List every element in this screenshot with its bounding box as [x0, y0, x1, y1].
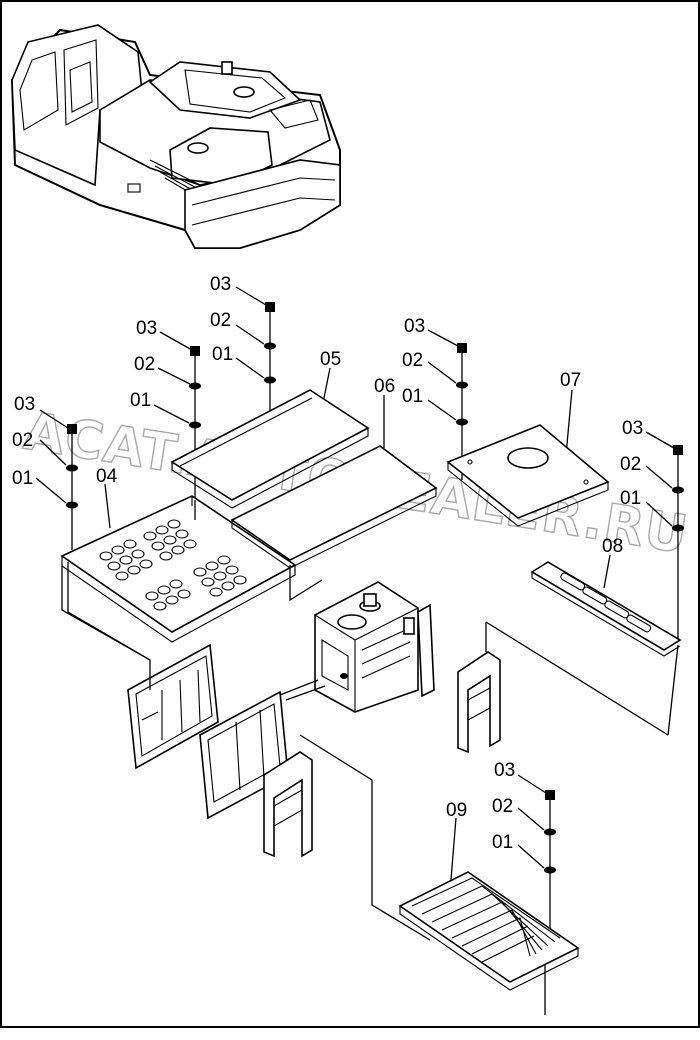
grille-plate-09: [398, 871, 580, 991]
label-02-top: 02: [210, 310, 231, 331]
hardware-stack-top: [264, 302, 276, 470]
grille-plate-08: [530, 561, 682, 657]
label-03-bottom: 03: [494, 760, 515, 781]
label-01-left: 01: [12, 468, 33, 489]
label-01-bottom: 01: [492, 832, 513, 853]
label-07: 07: [560, 370, 581, 391]
label-01-right: 01: [620, 488, 641, 509]
ladder-frame-right: [457, 651, 501, 754]
label-04: 04: [96, 466, 118, 487]
callout-labels: 03 02 01 03 02 01 03 02 01 03 02 01 03 0…: [12, 274, 643, 853]
cover-plate-07: [446, 424, 610, 527]
hardware-stack-bottom: [544, 790, 556, 940]
label-02-left: 02: [12, 430, 33, 451]
hardware-stack-left: [66, 424, 78, 550]
ladder-frame-left: [263, 751, 313, 858]
label-02-center: 02: [402, 350, 423, 371]
label-02-bottom: 02: [492, 796, 513, 817]
hardware-stack-right: [672, 445, 684, 640]
label-01-mid-left: 01: [130, 390, 151, 411]
label-01-center: 01: [402, 386, 423, 407]
label-02-mid-left: 02: [134, 354, 155, 375]
label-09: 09: [446, 800, 467, 821]
label-03-top: 03: [210, 274, 231, 295]
tank-assembly: [314, 581, 435, 713]
label-03-mid-left: 03: [136, 318, 157, 339]
hardware-stack-center: [456, 343, 468, 480]
label-03-left: 03: [14, 394, 35, 415]
assembly-guide-lines: [61, 500, 679, 1015]
label-06: 06: [374, 376, 395, 397]
label-03-right: 03: [622, 418, 643, 439]
leader-lines: [35, 286, 675, 893]
cover-plate-05: [170, 389, 370, 509]
side-panel-left: [127, 643, 219, 770]
label-08: 08: [602, 536, 623, 557]
label-02-right: 02: [620, 454, 641, 475]
excavator-overview: [10, 24, 341, 249]
label-01-top: 01: [212, 344, 233, 365]
label-03-center: 03: [404, 316, 425, 337]
label-05: 05: [320, 349, 341, 370]
